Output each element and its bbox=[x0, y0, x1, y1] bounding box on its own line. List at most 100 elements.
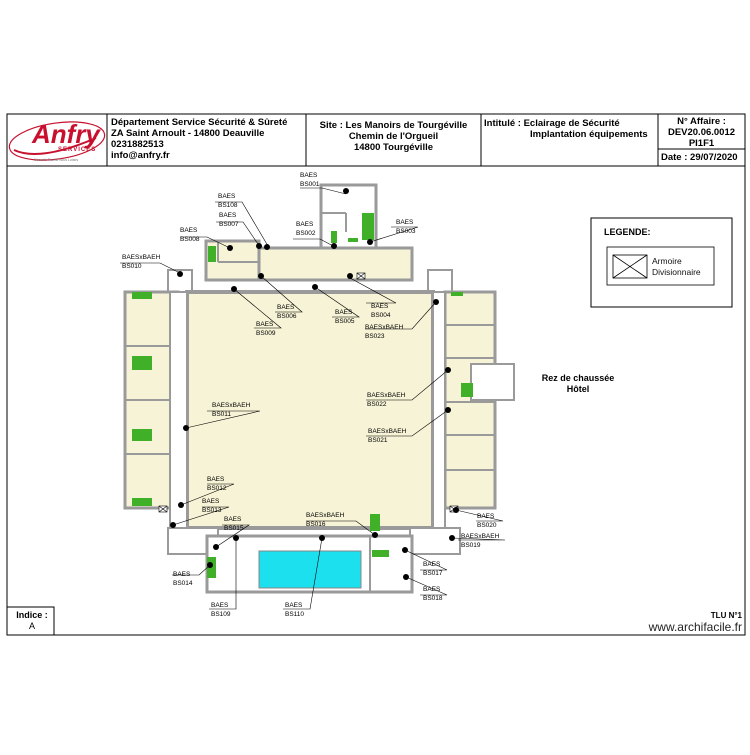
baes-symbol-bs009 bbox=[231, 286, 237, 292]
equipment-type-label: BAES bbox=[423, 561, 441, 568]
baes-symbol-bs011 bbox=[183, 425, 189, 431]
equipment-ref-label: BS020 bbox=[477, 522, 497, 529]
equipment-ref-label: BS018 bbox=[423, 595, 443, 602]
equipment-block bbox=[132, 429, 152, 441]
equipment-type-label: BAESxBAEH bbox=[122, 254, 161, 261]
intitule-title: Intitulé : Eclairage de Sécurité bbox=[484, 118, 620, 129]
equipment-type-label: BAES bbox=[180, 227, 198, 234]
site-name: Site : Les Manoirs de Tourgéville bbox=[319, 120, 468, 131]
affaire-cell bbox=[657, 113, 746, 167]
equipment-ref-label: BS108 bbox=[218, 202, 238, 209]
equipment-ref-label: BS006 bbox=[277, 313, 297, 320]
legend-box bbox=[590, 217, 733, 308]
equipment-type-label: BAES bbox=[477, 513, 495, 520]
equipment-labels: BAESBS001BAESBS002BAESBS003BAESBS004BAES… bbox=[122, 172, 500, 618]
equipment-type-label: BAES bbox=[173, 571, 191, 578]
equipment-ref-label: BS022 bbox=[367, 401, 387, 408]
equipment-ref-label: BS005 bbox=[335, 318, 355, 325]
baes-symbol-bs021 bbox=[445, 407, 451, 413]
pool bbox=[258, 550, 362, 589]
leader-lines bbox=[120, 187, 506, 610]
equipment-ref-label: BS109 bbox=[211, 611, 231, 618]
equipment-block bbox=[331, 231, 337, 243]
equipment-ref-label: BS016 bbox=[306, 521, 326, 528]
company-phone: 0231882513 bbox=[111, 139, 164, 150]
affaire-code: PI1F1 bbox=[688, 138, 715, 149]
baes-symbol-bs109 bbox=[233, 535, 239, 541]
equipment-block bbox=[461, 383, 473, 397]
baes-symbol-bs008 bbox=[227, 245, 233, 251]
baes-symbol-bs005 bbox=[312, 284, 318, 290]
baes-symbol-bs023 bbox=[433, 299, 439, 305]
equipment-type-label: BAES bbox=[335, 309, 353, 316]
site-street: Chemin de l'Orgueil bbox=[348, 131, 439, 142]
company-block: Département Service Sécurité & Sûreté ZA… bbox=[111, 117, 287, 161]
baes-symbol-bs010 bbox=[177, 271, 183, 277]
baes-symbol-bs003 bbox=[367, 239, 373, 245]
equipment-type-label: BAES bbox=[218, 193, 236, 200]
intitule-subtitle: Implantation équipements bbox=[530, 129, 648, 140]
baes-symbol-bs110 bbox=[319, 535, 325, 541]
equipment-block bbox=[372, 550, 389, 557]
legend-item-line1: Armoire bbox=[652, 256, 682, 266]
affaire-block: N° Affaire : DEV20.06.0012 PI1F1 bbox=[658, 116, 745, 149]
baes-symbol-bs002 bbox=[331, 243, 337, 249]
baes-symbol-bs015 bbox=[213, 544, 219, 550]
legend-item-line2: Divisionnaire bbox=[652, 267, 701, 277]
equipment-ref-label: BS017 bbox=[423, 570, 443, 577]
equipment-ref-label: BS004 bbox=[371, 312, 391, 319]
indice-label: Indice : bbox=[16, 610, 48, 620]
equipment-block bbox=[362, 213, 374, 240]
equipment-type-label: BAES bbox=[396, 219, 414, 226]
equipment-type-label: BAESxBAEH bbox=[212, 402, 251, 409]
equipment-dots bbox=[170, 188, 459, 580]
equipment-type-label: BAESxBAEH bbox=[306, 512, 345, 519]
equipment-block bbox=[132, 292, 152, 299]
equipment-ref-label: BS009 bbox=[256, 330, 276, 337]
logo-wordmark: Anfry bbox=[32, 119, 100, 149]
legend-item: Armoire Divisionnaire bbox=[652, 256, 701, 278]
equipment-ref-label: BS014 bbox=[173, 580, 193, 587]
equipment-ref-label: BS011 bbox=[212, 411, 231, 418]
equipment-type-label: BAES bbox=[224, 516, 242, 523]
equipment-ref-label: BS015 bbox=[224, 525, 244, 532]
equipment-type-label: BAES bbox=[207, 476, 225, 483]
equipment-type-label: BAESxBAEH bbox=[367, 392, 406, 399]
equipment-type-label: BAESxBAEH bbox=[365, 324, 404, 331]
watermark: www.archifacile.fr bbox=[648, 620, 742, 634]
intitule-block: Intitulé : Eclairage de Sécurité Implant… bbox=[484, 118, 648, 140]
baes-symbol-bs020 bbox=[453, 507, 459, 513]
baes-symbol-bs007 bbox=[264, 244, 270, 250]
site-block: Site : Les Manoirs de Tourgéville Chemin… bbox=[306, 120, 481, 153]
tlu-label: TLU N°1 bbox=[710, 611, 742, 620]
anfry-logo bbox=[8, 121, 106, 161]
level-title: Rez de chaussée Hôtel bbox=[528, 373, 628, 395]
baes-symbol-bs017 bbox=[402, 547, 408, 553]
logo-tagline: Sécurité Travail Sous Loisirs bbox=[34, 158, 79, 162]
site-city: 14800 Tourgéville bbox=[353, 142, 434, 153]
baes-symbol-bs019 bbox=[449, 535, 455, 541]
equipment-ref-label: BS012 bbox=[207, 485, 227, 492]
company-email: info@anfry.fr bbox=[111, 150, 170, 161]
equipment-ref-label: BS002 bbox=[296, 230, 316, 237]
company-address: ZA Saint Arnoult - 14800 Deauville bbox=[111, 128, 265, 139]
baes-symbol-bs108 bbox=[256, 243, 262, 249]
equipment-block bbox=[370, 514, 380, 531]
equipment-ref-label: BS013 bbox=[202, 507, 222, 514]
equipment-ref-label: BS001 bbox=[300, 181, 320, 188]
equipment-type-label: BAES bbox=[296, 221, 314, 228]
equipment-type-label: BAES bbox=[423, 586, 441, 593]
baes-symbol-bs022 bbox=[445, 367, 451, 373]
equipment-type-label: BAES bbox=[300, 172, 318, 179]
equipment-block bbox=[132, 356, 152, 370]
equipment-type-label: BAES bbox=[285, 602, 303, 609]
baes-symbol-bs004 bbox=[347, 273, 353, 279]
equipment-type-label: BAESxBAEH bbox=[461, 533, 500, 540]
logo-block: Anfry SERVICES Sécurité Travail Sous Loi… bbox=[10, 117, 105, 163]
indice-value: A bbox=[28, 621, 35, 631]
affaire-number: DEV20.06.0012 bbox=[667, 127, 736, 138]
equipment-type-label: BAES bbox=[371, 303, 389, 310]
equipment-ref-label: BS021 bbox=[368, 437, 388, 444]
